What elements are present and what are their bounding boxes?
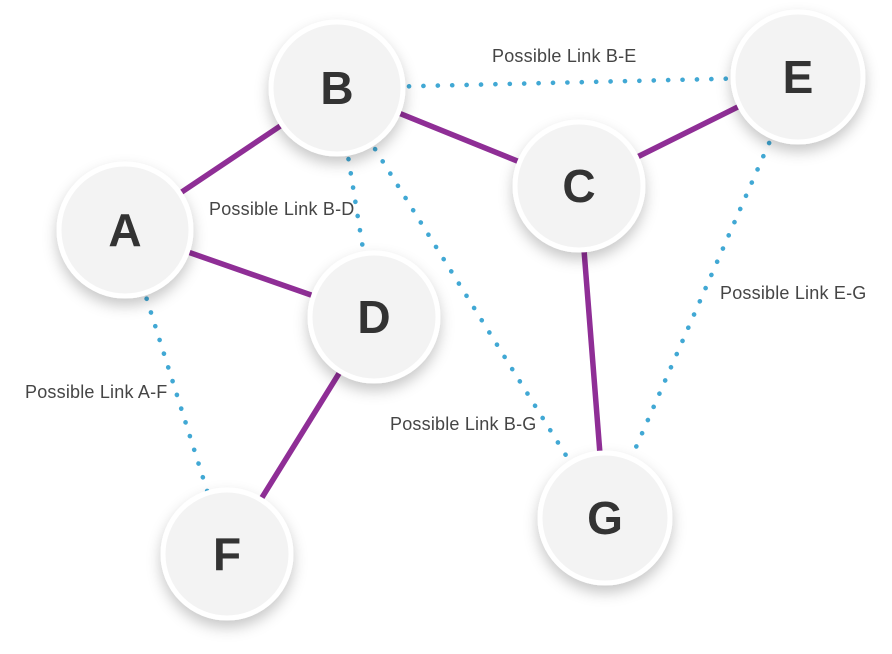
- edge-label-B-E: Possible Link B-E: [492, 46, 636, 66]
- edge-labels-layer: Possible Link B-E Possible Link B-D Possib…: [25, 46, 866, 434]
- node-D-circle[interactable]: [307, 250, 441, 384]
- node-F[interactable]: F: [160, 487, 294, 621]
- node-A-circle[interactable]: [56, 161, 194, 299]
- node-G-circle[interactable]: [537, 450, 673, 586]
- node-C-circle[interactable]: [512, 119, 646, 253]
- node-F-label: F: [213, 528, 241, 580]
- node-A[interactable]: A: [56, 161, 194, 299]
- edge-label-E-G: Possible Link E-G: [720, 283, 866, 303]
- edge-label-B-G: Possible Link B-G: [390, 414, 536, 434]
- node-A-label: A: [108, 204, 141, 256]
- dotted-edges-layer: [122, 74, 801, 557]
- node-D[interactable]: D: [307, 250, 441, 384]
- solid-edges-layer: [122, 74, 801, 557]
- node-C[interactable]: C: [512, 119, 646, 253]
- node-E[interactable]: E: [730, 9, 866, 145]
- node-G[interactable]: G: [537, 450, 673, 586]
- possible-link-B-E: [334, 74, 801, 91]
- nodes-layer: A B C D E F G: [56, 9, 866, 621]
- node-B[interactable]: B: [268, 19, 406, 157]
- edge-label-A-F: Possible Link A-F: [25, 382, 167, 402]
- node-E-circle[interactable]: [730, 9, 866, 145]
- node-G-label: G: [587, 492, 623, 544]
- node-C-label: C: [562, 160, 595, 212]
- node-B-label: B: [320, 62, 353, 114]
- node-B-circle[interactable]: [268, 19, 406, 157]
- node-D-label: D: [357, 291, 390, 343]
- possible-link-B-G: [334, 85, 608, 521]
- node-E-label: E: [783, 51, 814, 103]
- node-F-circle[interactable]: [160, 487, 294, 621]
- possible-link-E-G: [602, 74, 801, 521]
- edge-label-B-D: Possible Link B-D: [209, 199, 354, 219]
- possible-link-B-D: [334, 85, 377, 320]
